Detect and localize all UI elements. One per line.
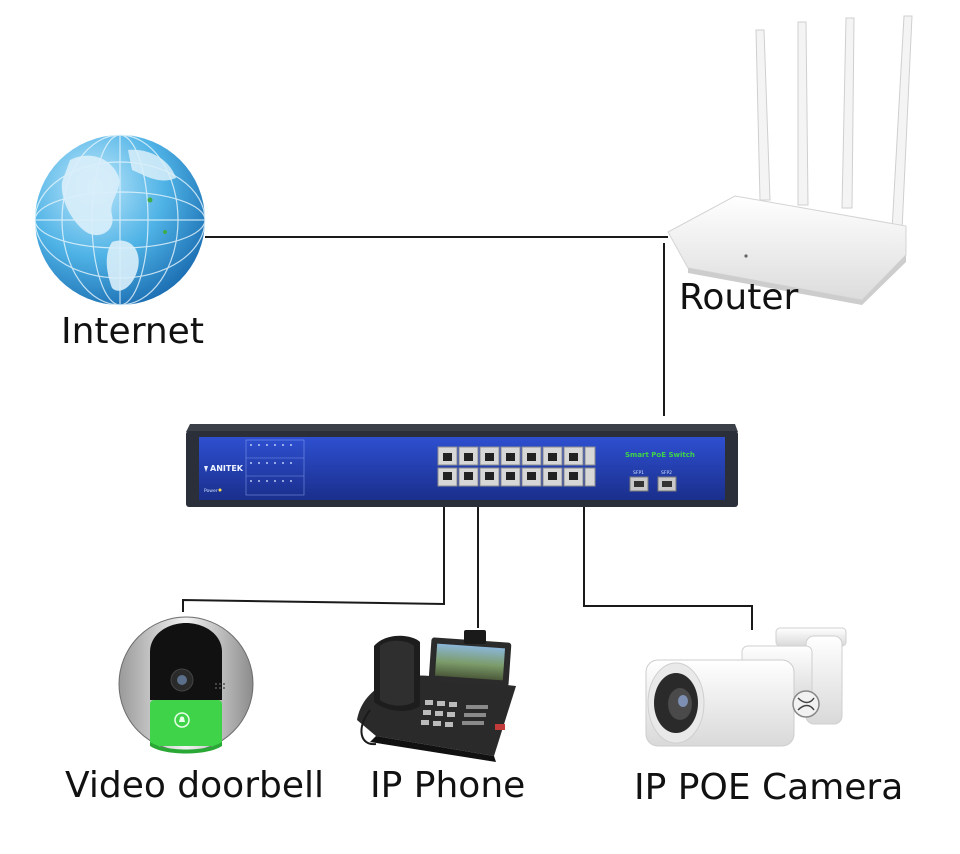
ethernet-ports-left: [437, 446, 521, 487]
phone-label: IP Phone: [370, 765, 526, 806]
router-label: Router: [679, 277, 799, 318]
wifi-router-icon: [667, 15, 913, 305]
power-led-icon: [218, 488, 222, 492]
internet-label: Internet: [61, 311, 204, 352]
doorbell-label: Video doorbell: [65, 765, 325, 806]
link-switch-camera: [583, 505, 753, 630]
switch-brand-text: ANITEK: [210, 464, 244, 473]
switch-panel-title: Smart PoE Switch: [625, 451, 695, 459]
ip-phone-icon: [357, 630, 516, 762]
video-doorbell-icon: [118, 616, 254, 754]
link-switch-doorbell: [182, 505, 445, 612]
poe-switch-icon: ANITEK Smart PoE Switch SFP1 SFP2 Power: [186, 424, 738, 507]
sfp-ports: [629, 476, 677, 492]
power-label: Power: [204, 488, 218, 494]
ptz-camera-icon: [645, 627, 847, 747]
switch-brand-logo: ANITEK: [204, 464, 244, 473]
sfp2-label: SFP2: [661, 470, 672, 476]
sfp1-label: SFP1: [633, 470, 644, 476]
camera-label: IP POE Camera: [634, 767, 904, 808]
globe-icon: [34, 134, 206, 306]
connection-lines: [182, 236, 753, 630]
